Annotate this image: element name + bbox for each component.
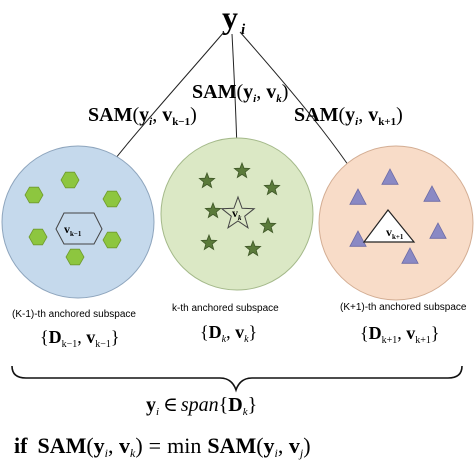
anchor-hexagon-1 xyxy=(55,212,103,245)
edge-label-1: SAM(yi, vk−1) xyxy=(88,104,197,128)
hexagon-marker xyxy=(102,231,122,249)
svg-text:SAM(yi, vk): SAM(yi, vk) xyxy=(192,81,288,105)
hexagon-marker xyxy=(28,228,48,246)
triangle-marker xyxy=(423,185,441,202)
anchor-label-2: vk xyxy=(232,206,242,222)
triangle-marker xyxy=(349,188,367,205)
anchor-star-2 xyxy=(220,195,256,229)
edge-label-2: SAM(yi, vk) xyxy=(192,81,288,105)
svg-text:SAM(yi, vk+1): SAM(yi, vk+1) xyxy=(294,104,403,128)
subspace-circle-1 xyxy=(1,145,155,299)
triangle-marker xyxy=(429,222,447,239)
star-marker xyxy=(263,178,281,196)
hexagon-marker xyxy=(65,248,85,266)
set-label-2: {Dk, vk} xyxy=(200,322,257,345)
caption-subspace-2: k-th anchored subspace xyxy=(172,303,279,314)
underbrace xyxy=(11,365,463,393)
star-marker xyxy=(200,233,218,251)
caption-subspace-3: (K+1)-th anchored subspace xyxy=(340,302,467,313)
hexagon-marker xyxy=(102,190,122,208)
set-label-3: {Dk+1, vk+1} xyxy=(360,323,440,346)
star-marker xyxy=(244,239,262,257)
anchor-triangle-3 xyxy=(362,209,416,243)
edge-label-3: SAM(yi, vk+1) xyxy=(294,104,403,128)
anchor-label-3: vk+1 xyxy=(386,225,404,241)
subspace-circle-2 xyxy=(160,137,314,291)
hexagon-marker xyxy=(24,186,44,204)
span-equation: yi∈span{Dk} xyxy=(146,394,257,418)
marker-group xyxy=(24,161,447,266)
star-marker xyxy=(233,161,251,179)
triangle-marker xyxy=(349,230,367,247)
triangle-marker xyxy=(401,247,419,264)
anchor-label-1: vk−1 xyxy=(64,222,82,238)
set-label-1: {Dk−1, vk−1} xyxy=(40,327,120,350)
star-marker xyxy=(204,201,222,219)
svg-text:SAM(yi, vk−1): SAM(yi, vk−1) xyxy=(88,104,197,128)
star-marker xyxy=(198,171,216,189)
hexagon-marker xyxy=(60,171,80,189)
caption-subspace-1: (K-1)-th anchored subspace xyxy=(12,309,136,320)
star-marker xyxy=(259,216,277,234)
triangle-marker xyxy=(381,168,399,185)
